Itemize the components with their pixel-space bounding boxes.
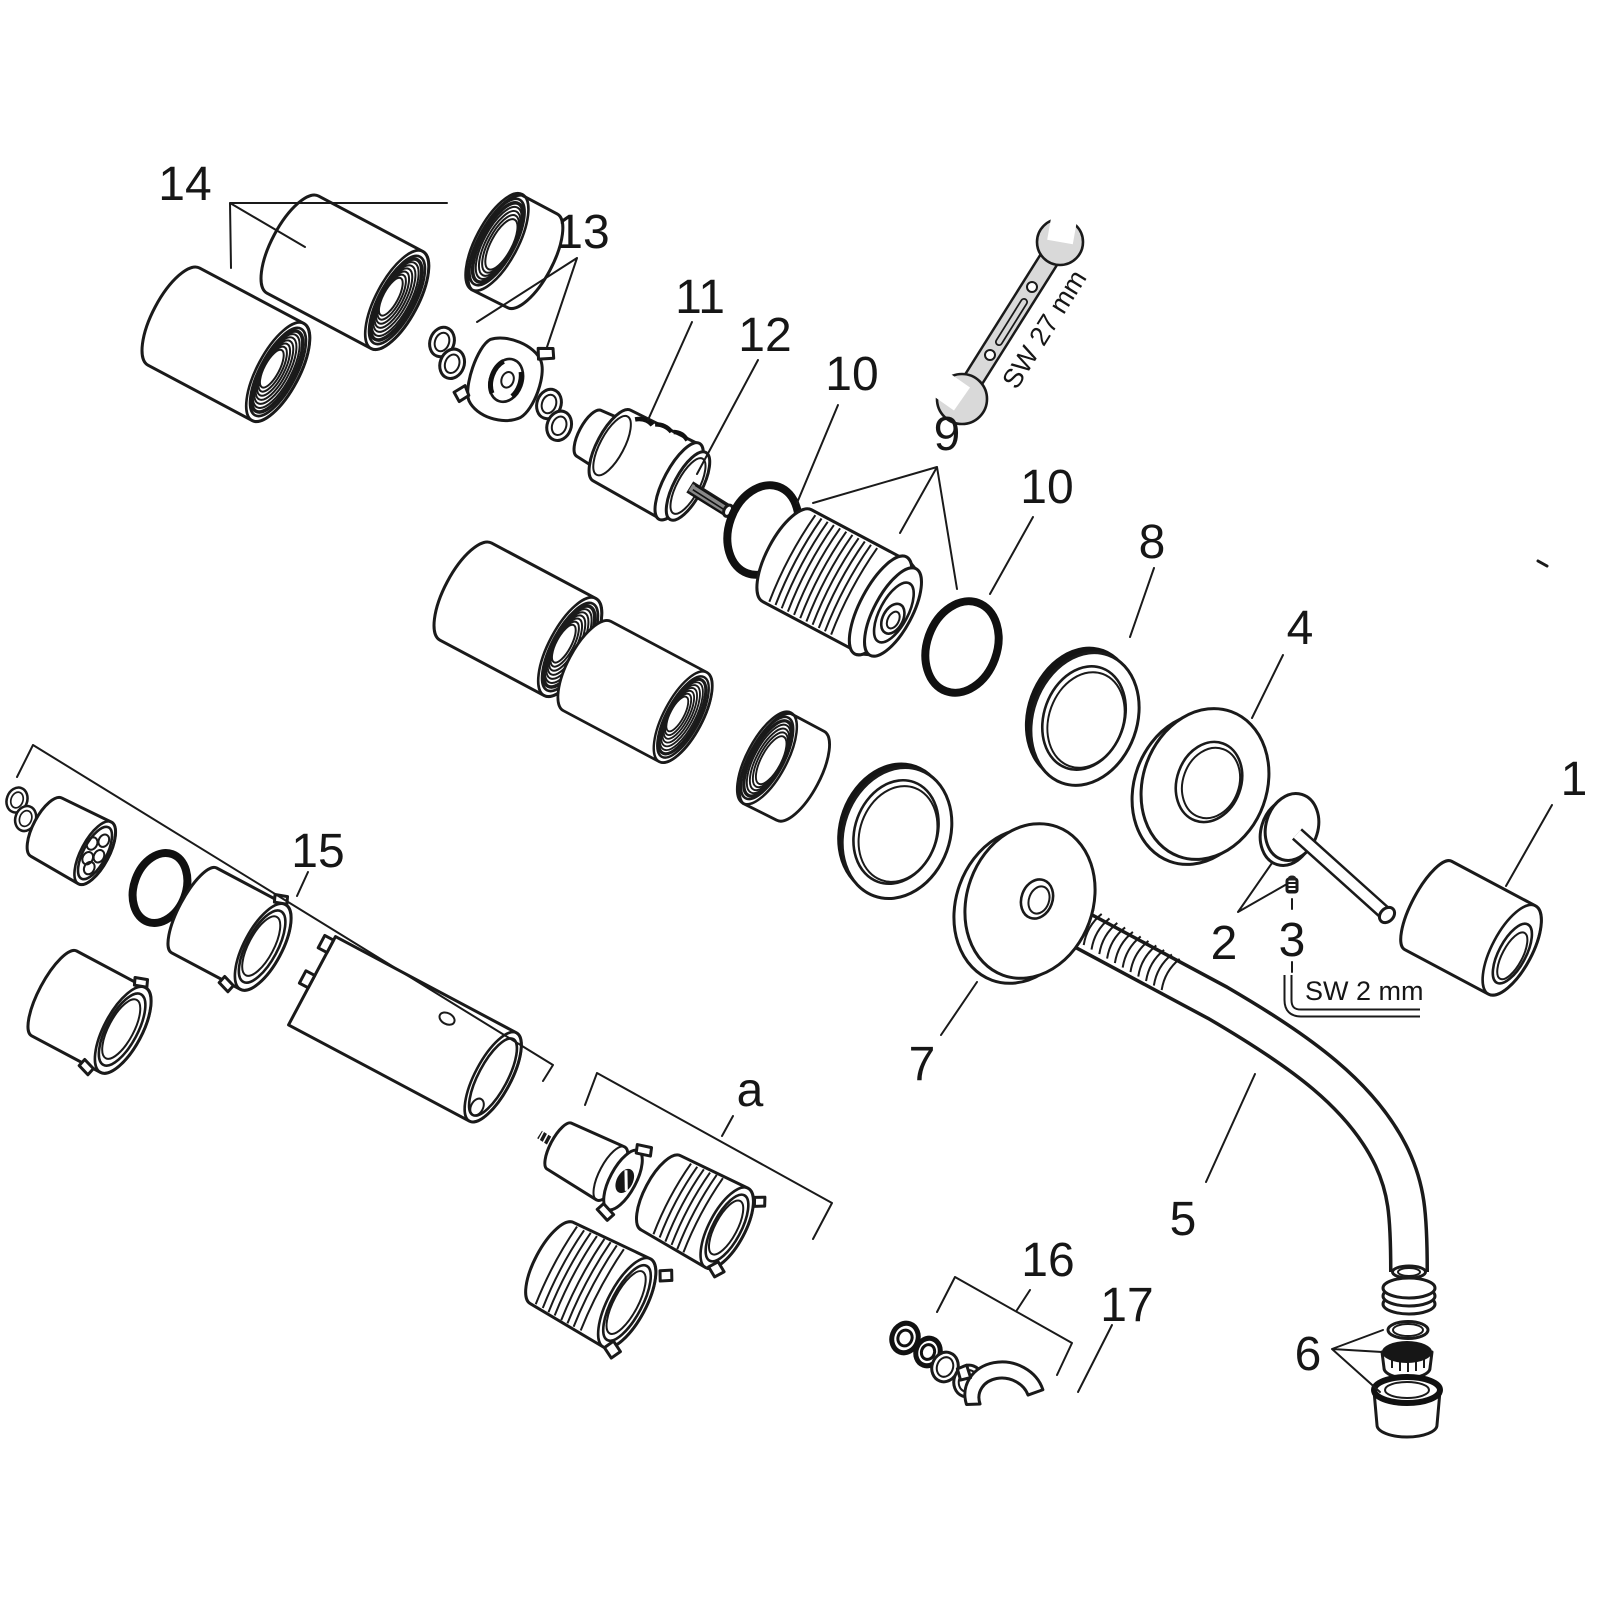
leader-6	[1331, 1329, 1384, 1393]
service-set-a	[524, 1121, 767, 1360]
backflow-set-15	[0, 783, 523, 1124]
callout-a: a	[737, 1064, 764, 1117]
callout-5: 5	[1170, 1193, 1197, 1246]
a-threaded-adapter	[524, 1220, 674, 1360]
leader-8	[1129, 567, 1155, 638]
callout-1: 1	[1561, 753, 1588, 806]
leader-1	[1505, 804, 1553, 887]
callout-2: 2	[1211, 917, 1238, 970]
leader-15	[16, 744, 554, 1082]
callout-12: 12	[738, 309, 791, 362]
callout-9: 9	[934, 408, 961, 461]
callout-14: 14	[158, 158, 211, 211]
leader-a	[584, 1072, 833, 1240]
hex-key-size-label: SW 2 mm	[1305, 976, 1424, 1006]
callout-15: 15	[291, 825, 344, 878]
a-threaded-cup	[635, 1153, 767, 1279]
seal-ring	[1024, 646, 1141, 787]
aerator-housing	[1371, 1374, 1443, 1439]
leader-10-right	[989, 516, 1034, 595]
stray-mark	[1536, 559, 1549, 568]
leader-9	[812, 466, 958, 590]
leader-7	[940, 981, 978, 1036]
escutcheon-ring	[1130, 707, 1271, 866]
leader-17	[1077, 1324, 1113, 1393]
escutcheon-disc	[952, 822, 1097, 985]
callout-10-left: 10	[825, 348, 878, 401]
sleeve-front-ring	[837, 762, 954, 901]
valve-body	[755, 507, 923, 658]
cartridge	[572, 408, 735, 522]
seal-set-13	[418, 322, 583, 446]
aerator-set	[1371, 1276, 1443, 1439]
leader-lines	[16, 202, 1553, 1393]
leader-2	[1237, 862, 1288, 913]
leader-16	[936, 1276, 1073, 1376]
callout-4: 4	[1287, 602, 1314, 655]
callout-13: 13	[556, 206, 609, 259]
callout-8: 8	[1139, 516, 1166, 569]
callout-16: 16	[1021, 1234, 1074, 1287]
leader-13	[476, 257, 578, 348]
callout-6: 6	[1295, 1328, 1322, 1381]
leader-5	[1205, 1073, 1256, 1183]
leader-12	[696, 359, 759, 475]
set-screw	[1285, 875, 1299, 894]
mounting-cap-17	[955, 1360, 1045, 1406]
callout-7: 7	[909, 1038, 936, 1091]
plastic-adapter	[452, 336, 556, 423]
allen-key: SW 2 mm	[1283, 975, 1424, 1018]
callout-labels: 14 13 11 12 10 9 10 8 4 1 2 3 7 5 15 a 1…	[158, 158, 1587, 1381]
handle-knob	[1399, 859, 1543, 997]
leader-10-left	[796, 404, 839, 504]
o-ring-right	[921, 597, 1003, 697]
callout-11: 11	[675, 271, 725, 324]
a-cartridge	[537, 1121, 654, 1222]
callout-17: 17	[1100, 1279, 1153, 1332]
open-end-wrench: SW 27 mm	[917, 198, 1092, 426]
check-valve	[25, 795, 118, 887]
callout-10-right: 10	[1020, 461, 1073, 514]
lever-handle	[1258, 792, 1397, 925]
leader-4	[1251, 654, 1284, 719]
aerator-insert	[1380, 1341, 1434, 1380]
leader-11	[647, 321, 693, 421]
callout-3: 3	[1279, 914, 1306, 967]
extension-tube	[287, 933, 523, 1124]
leader-14	[229, 202, 448, 269]
